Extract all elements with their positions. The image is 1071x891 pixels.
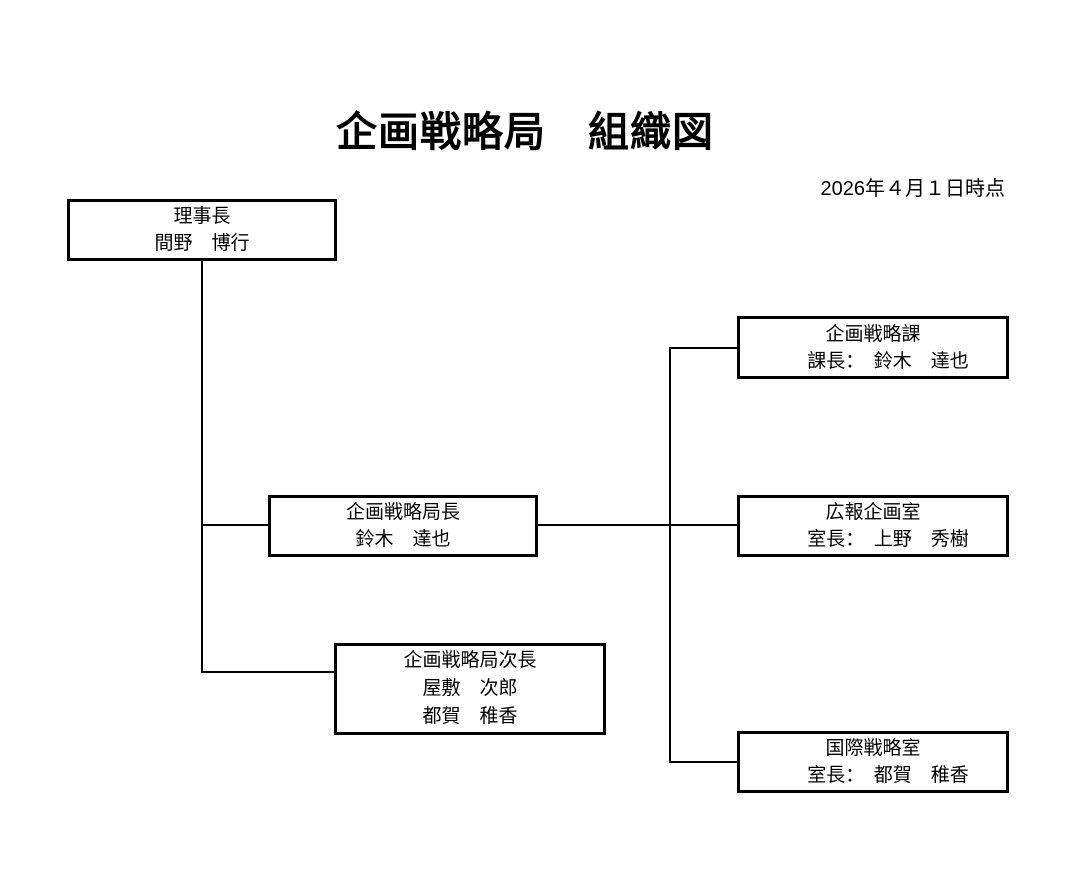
node-member: 鈴木 達也 xyxy=(355,529,451,550)
node-member: 間野 博行 xyxy=(154,233,250,254)
org-node-director: 企画戦略局長 鈴木 達也 xyxy=(268,495,538,557)
node-title: 企画戦略局長 xyxy=(345,502,460,523)
connector-to-intl xyxy=(669,761,737,763)
node-title: 理事長 xyxy=(173,206,231,227)
connector-to-deputy xyxy=(201,671,334,673)
node-member: 都賀 稚香 xyxy=(422,706,518,727)
node-title: 広報企画室 xyxy=(825,502,921,523)
connector-to-director xyxy=(201,524,268,526)
org-node-planning-strategy-section: 企画戦略課 課長： 鈴木 達也 xyxy=(737,316,1009,379)
connector-left-trunk xyxy=(201,261,203,673)
node-member: 屋敷 次郎 xyxy=(422,678,518,699)
node-member: 室長： 上野 秀樹 xyxy=(807,529,969,550)
node-title: 企画戦略課 xyxy=(825,323,921,345)
org-node-international-strategy-office: 国際戦略室 室長： 都賀 稚香 xyxy=(737,731,1009,793)
node-title: 国際戦略室 xyxy=(825,738,921,759)
node-title: 企画戦略局次長 xyxy=(403,650,537,671)
date-note: 2026年４月１日時点 xyxy=(820,178,1006,200)
org-node-deputy-director: 企画戦略局次長 屋敷 次郎 都賀 稚香 xyxy=(334,643,606,735)
node-member: 室長： 都賀 稚香 xyxy=(807,765,969,786)
node-member: 課長： 鈴木 達也 xyxy=(807,350,969,372)
connector-director-to-right xyxy=(538,524,737,526)
org-node-chairman: 理事長 間野 博行 xyxy=(67,199,337,261)
connector-right-trunk xyxy=(669,347,671,763)
org-node-public-relations-office: 広報企画室 室長： 上野 秀樹 xyxy=(737,495,1009,557)
page-title: 企画戦略局 組織図 xyxy=(336,109,714,155)
connector-to-section xyxy=(669,347,737,349)
